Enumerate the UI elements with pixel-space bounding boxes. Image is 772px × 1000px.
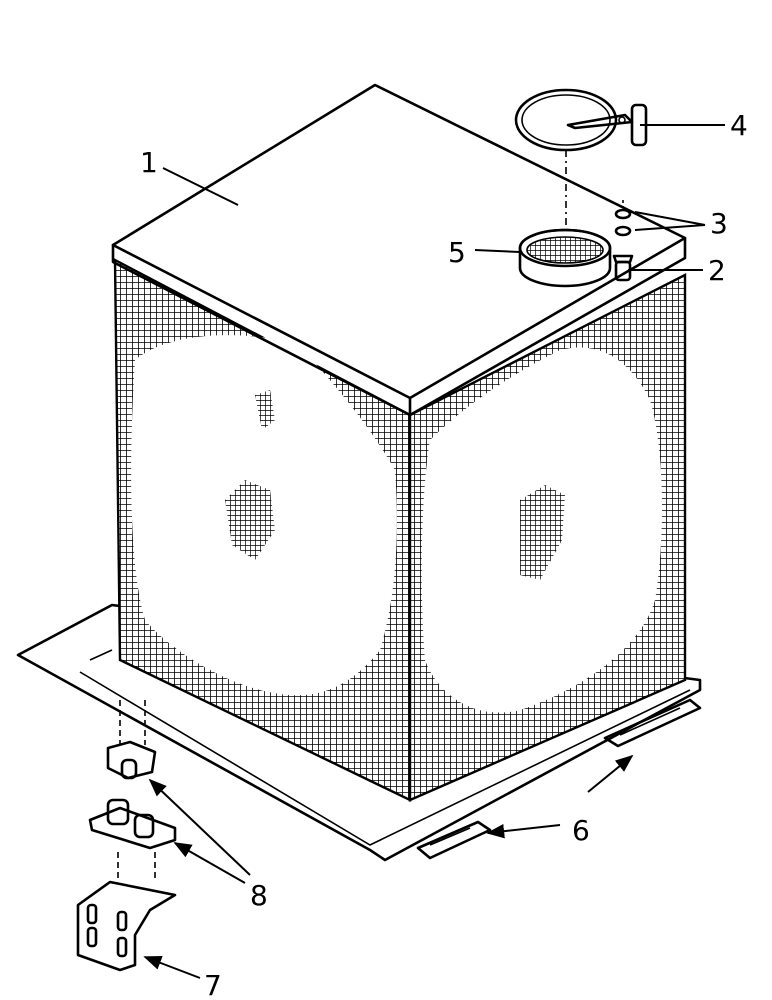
mount-block-lower	[88, 798, 177, 878]
top-tank	[111, 83, 687, 417]
callout-8: 8	[250, 879, 268, 912]
filler-neck-strainer	[518, 228, 612, 288]
washers	[614, 200, 632, 237]
radiator-core-right-face	[408, 273, 687, 802]
mounting-plate-rear	[603, 698, 702, 748]
base-tray	[16, 603, 702, 862]
mounting-plate-front	[416, 820, 492, 860]
support-bracket	[76, 880, 177, 972]
callout-3: 3	[710, 207, 728, 240]
callout-7: 7	[204, 969, 222, 1000]
callout-4: 4	[730, 109, 748, 142]
callout-2: 2	[708, 254, 726, 287]
callout-6: 6	[572, 814, 590, 847]
callout-5: 5	[448, 236, 466, 269]
drain-bolt	[612, 254, 634, 282]
leader-lines	[143, 124, 725, 979]
callout-1: 1	[140, 146, 158, 179]
mount-block-upper	[106, 700, 157, 780]
